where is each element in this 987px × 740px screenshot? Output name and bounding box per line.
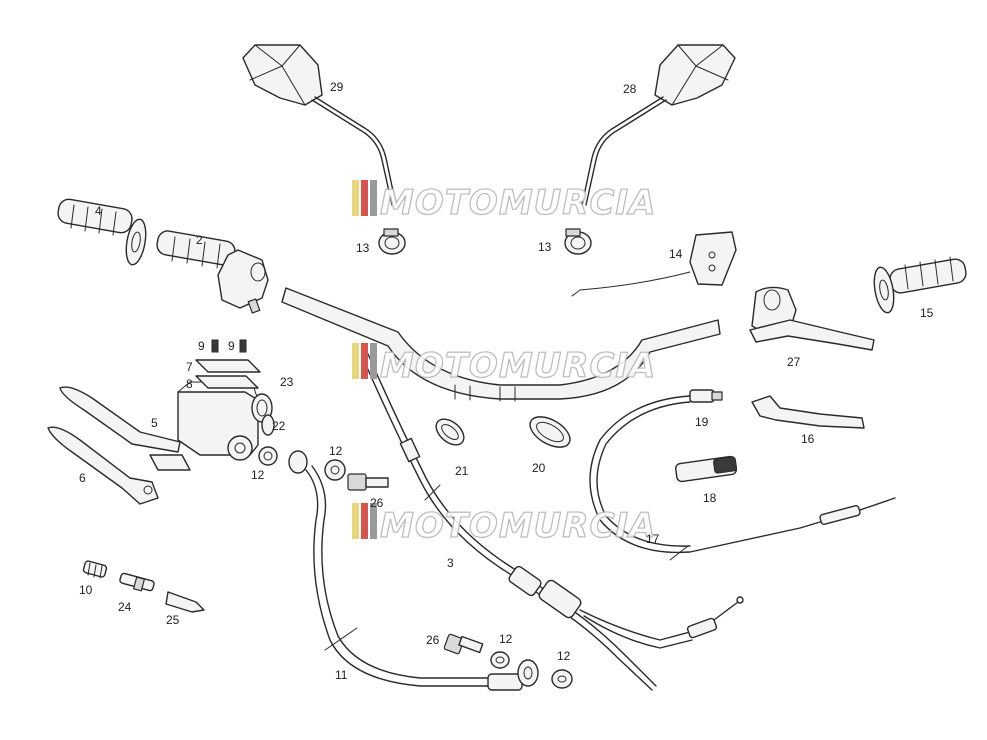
clip-21[interactable] (431, 414, 468, 450)
washer-12-left[interactable] (258, 446, 278, 466)
label-12-bottom-a: 12 (499, 632, 513, 646)
label-12-bottom-b: 12 (557, 649, 571, 663)
label-6: 6 (79, 471, 86, 485)
label-2: 2 (196, 233, 203, 247)
watermark-text-bottom: MOTOMURCIA (380, 506, 656, 546)
throttle-cable[interactable] (361, 353, 744, 691)
reservoir-cap[interactable] (195, 359, 261, 373)
label-23: 23 (280, 375, 294, 389)
washer-12-bottom-a[interactable] (490, 651, 510, 669)
label-17: 17 (646, 532, 660, 546)
handlebar[interactable] (281, 287, 721, 402)
label-18: 18 (703, 491, 717, 505)
label-21: 21 (455, 464, 469, 478)
label-26-bottom: 26 (426, 633, 440, 647)
label-14: 14 (669, 247, 683, 261)
watermark-logo-top: MOTOMURCIA (352, 180, 656, 224)
label-26-top: 26 (370, 496, 384, 510)
lever-16[interactable] (751, 395, 865, 429)
label-4: 4 (95, 204, 102, 218)
right-grip[interactable] (871, 256, 967, 314)
throttle-grip[interactable] (156, 229, 269, 314)
adjuster-24[interactable] (119, 572, 155, 592)
label-19: 19 (695, 415, 709, 429)
label-12-mid: 12 (329, 444, 343, 458)
watermark-logo-bottom: MOTOMURCIA (352, 503, 656, 547)
label-24: 24 (118, 600, 132, 614)
label-27: 27 (787, 355, 801, 369)
right-mirror[interactable] (581, 44, 736, 206)
cap-screws[interactable] (211, 339, 247, 353)
bolt-26-top[interactable] (347, 473, 389, 491)
washer-12-mid[interactable] (324, 459, 346, 481)
switch-14[interactable] (571, 231, 737, 297)
label-25: 25 (166, 613, 180, 627)
label-13-left: 13 (356, 241, 370, 255)
cap-25[interactable] (165, 591, 205, 613)
mirror-clamp-left[interactable] (378, 228, 406, 255)
label-7: 7 (186, 360, 193, 374)
label-9-left: 9 (198, 339, 205, 353)
cap-gasket[interactable] (195, 375, 259, 389)
label-12-left: 12 (251, 468, 265, 482)
label-20: 20 (532, 461, 546, 475)
watermark-text-top: MOTOMURCIA (380, 183, 656, 223)
master-cylinder[interactable] (149, 381, 259, 471)
left-mirror[interactable] (242, 44, 397, 206)
banjo-fitting[interactable] (517, 659, 539, 687)
adjuster-10[interactable] (82, 560, 108, 579)
mirror-clamp-right[interactable] (564, 228, 592, 255)
label-28: 28 (623, 82, 637, 96)
adjuster-18[interactable] (674, 455, 738, 483)
label-8: 8 (186, 377, 193, 391)
label-16: 16 (801, 432, 815, 446)
label-10: 10 (79, 583, 93, 597)
front-brake-lever[interactable] (59, 386, 181, 453)
label-11: 11 (335, 668, 348, 682)
label-13-right: 13 (538, 240, 552, 254)
bolt-26-bottom[interactable] (443, 633, 484, 655)
washer-22[interactable] (261, 414, 275, 436)
left-grip[interactable] (56, 198, 148, 266)
label-5: 5 (151, 416, 158, 430)
washer-12-bottom-b[interactable] (551, 669, 573, 689)
clip-20[interactable] (525, 411, 575, 454)
label-3: 3 (447, 556, 454, 570)
watermark-text-middle: MOTOMURCIA (380, 346, 656, 386)
clutch-cable[interactable] (589, 389, 896, 561)
clutch-lever-assembly[interactable] (749, 286, 875, 351)
rear-lever[interactable] (47, 426, 159, 505)
label-9-right: 9 (228, 339, 235, 353)
watermark-logo-middle: MOTOMURCIA (352, 343, 656, 387)
label-29: 29 (330, 80, 344, 94)
label-22: 22 (272, 419, 286, 433)
brake-hose[interactable] (288, 450, 523, 691)
label-15: 15 (920, 306, 934, 320)
